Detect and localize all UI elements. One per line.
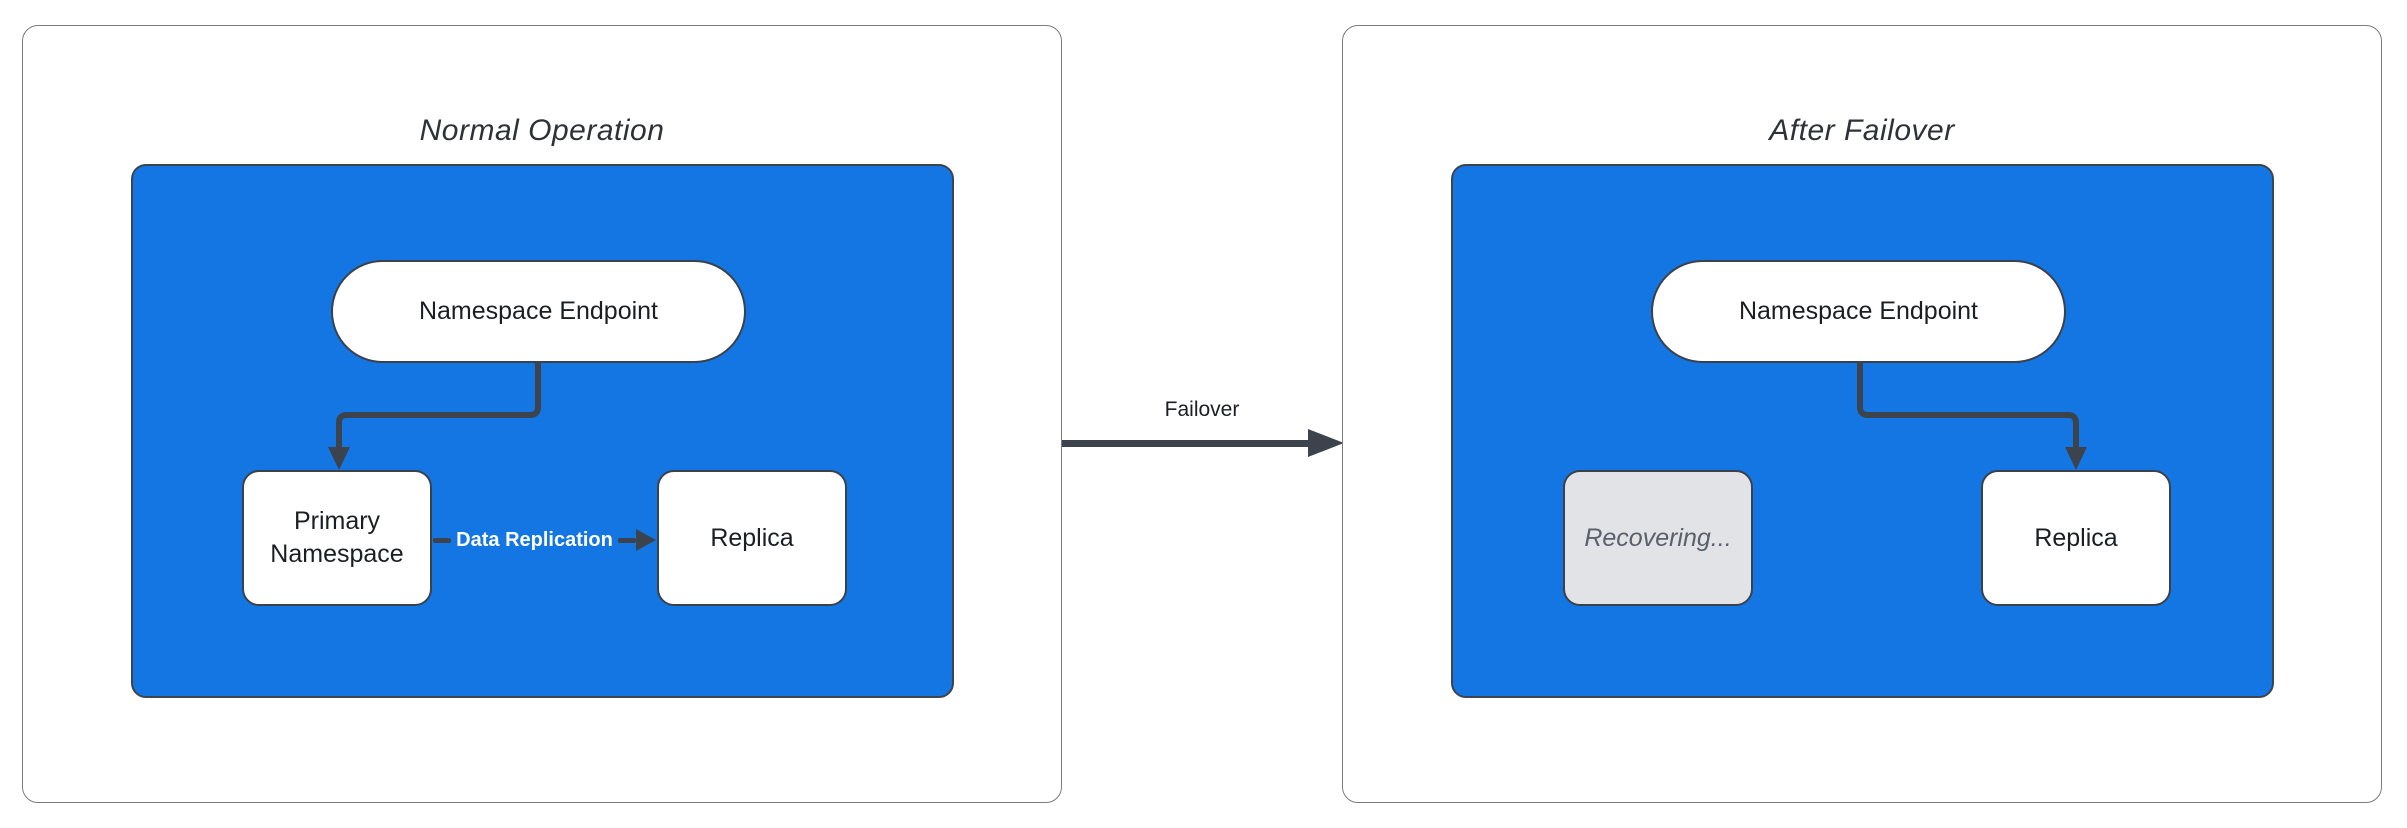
primary-namespace-label: Primary Namespace — [270, 507, 404, 568]
recovering-label: Recovering... — [1584, 523, 1732, 552]
endpoint-to-replica-arrow — [1857, 360, 2087, 470]
replica-node: Replica — [1981, 470, 2171, 606]
primary-namespace-node: Primary Namespace — [242, 470, 432, 606]
namespace-endpoint-node: Namespace Endpoint — [1651, 260, 2066, 363]
endpoint-to-primary-arrow — [328, 360, 541, 470]
recovering-node: Recovering... — [1563, 470, 1753, 606]
failover-cluster-container: Namespace Endpoint Recovering... Replica — [1451, 164, 2274, 698]
namespace-endpoint-node: Namespace Endpoint — [331, 260, 746, 363]
data-replication-line-right — [617, 537, 637, 543]
replica-label: Replica — [710, 523, 794, 552]
failover-arrow — [1062, 440, 1310, 447]
failover-arrowhead-icon — [1308, 429, 1344, 457]
replica-node: Replica — [657, 470, 847, 606]
replica-label: Replica — [2034, 523, 2118, 552]
normal-operation-title: Normal Operation — [419, 114, 665, 147]
data-replication-line-left — [433, 537, 452, 543]
namespace-endpoint-label: Namespace Endpoint — [418, 297, 659, 325]
normal-operation-panel: Normal Operation Namespace Endpoint Prim… — [22, 25, 1062, 803]
normal-cluster-container: Namespace Endpoint Primary Namespace Rep… — [131, 164, 954, 698]
failover-label: Failover — [1164, 398, 1240, 421]
namespace-endpoint-label: Namespace Endpoint — [1738, 297, 1979, 325]
data-replication-arrowhead-icon — [636, 529, 657, 551]
data-replication-arrow: Data Replication — [433, 526, 657, 554]
data-replication-label: Data Replication — [456, 528, 613, 551]
after-failover-panel: After Failover Namespace Endpoint Recove… — [1342, 25, 2382, 803]
after-failover-title: After Failover — [1769, 114, 1955, 147]
